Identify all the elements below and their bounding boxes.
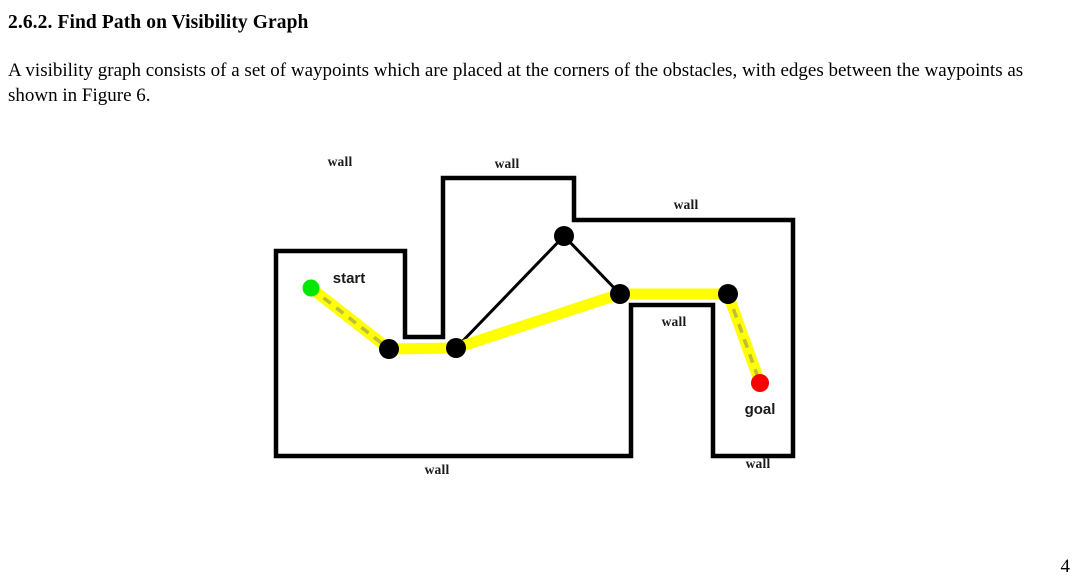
waypoint-2[interactable] <box>446 338 466 358</box>
page-number: 4 <box>1060 556 1071 577</box>
start-label: start <box>333 270 366 287</box>
solution-path <box>305 282 766 389</box>
wall-label-1: wall <box>328 154 353 169</box>
endpoint-group <box>302 279 769 392</box>
start-point[interactable] <box>302 279 320 297</box>
waypoint-group <box>379 226 738 359</box>
goal-point[interactable] <box>751 374 769 392</box>
waypoint-5[interactable] <box>718 284 738 304</box>
point-label-group: start goal <box>333 270 776 418</box>
outer-boundary <box>273 175 796 459</box>
wall-label-5: wall <box>425 462 450 477</box>
wall-label-6: wall <box>746 456 771 471</box>
path-glow-group <box>305 282 766 389</box>
waypoint-3[interactable] <box>554 226 574 246</box>
visibility-edge-group <box>454 234 622 350</box>
figure-visibility-graph: wall wall wall wall wall wall start goal <box>0 130 1080 530</box>
wall-polyline-group <box>273 175 796 459</box>
waypoint-1[interactable] <box>379 339 399 359</box>
section-paragraph: A visibility graph consists of a set of … <box>8 60 1024 106</box>
wall-label-3: wall <box>674 197 699 212</box>
wall-label-4: wall <box>662 314 687 329</box>
path-dash-segment-1 <box>309 286 391 351</box>
section-heading: 2.6.2. Find Path on Visibility Graph <box>8 12 309 33</box>
wall-label-2: wall <box>495 156 520 171</box>
edge-wp2-wp3 <box>454 234 566 350</box>
waypoint-4[interactable] <box>610 284 630 304</box>
edge-wp3-wp4 <box>562 234 622 296</box>
wall-label-group: wall wall wall wall wall wall <box>328 154 771 477</box>
path-dash-group <box>309 286 762 384</box>
goal-label: goal <box>745 401 776 418</box>
